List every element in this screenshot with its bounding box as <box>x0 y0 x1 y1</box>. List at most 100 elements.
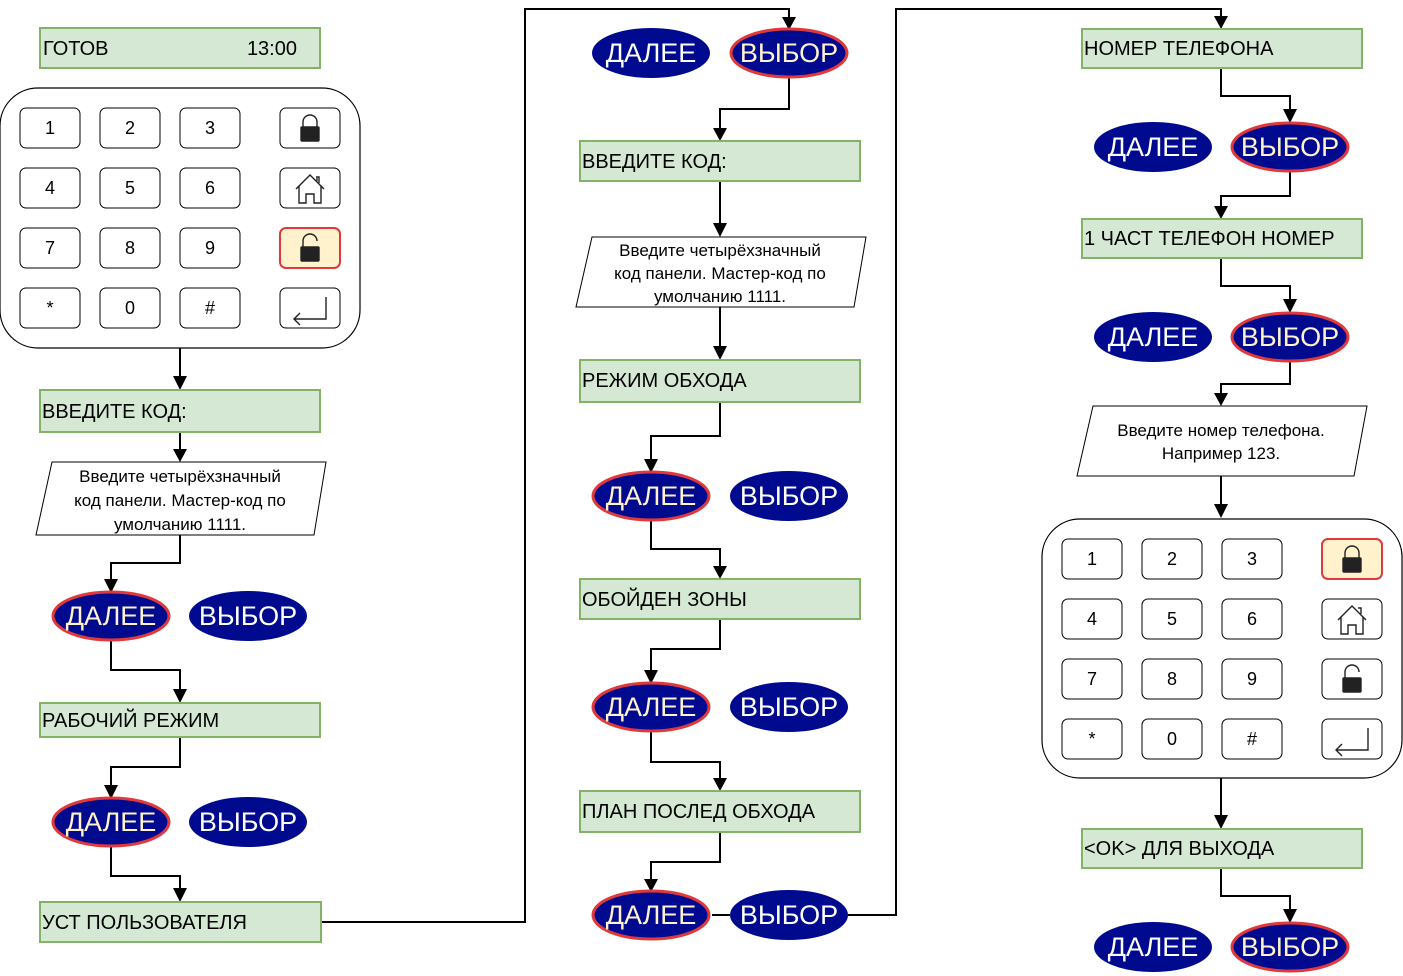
key-4[interactable]: 4 <box>1061 598 1123 640</box>
select-button[interactable]: ВЫБОР <box>730 890 848 940</box>
key-8[interactable]: 8 <box>99 227 161 269</box>
svg-text:8: 8 <box>1167 669 1177 689</box>
svg-text:9: 9 <box>1247 669 1257 689</box>
svg-text:6: 6 <box>205 178 215 198</box>
step-phone-number: НОМЕР ТЕЛЕФОНА <box>1081 28 1363 69</box>
lcd-display: ГОТОВ 13:00 <box>39 27 321 69</box>
key-0[interactable]: 0 <box>99 287 161 329</box>
svg-text:*: * <box>1088 729 1095 749</box>
next-button[interactable]: ДАЛЕЕ <box>1094 922 1212 972</box>
key-2[interactable]: 2 <box>1141 538 1203 580</box>
key-home[interactable] <box>1321 598 1383 640</box>
svg-text:7: 7 <box>45 238 55 258</box>
svg-text:6: 6 <box>1247 609 1257 629</box>
svg-text:ВЫБОР: ВЫБОР <box>740 481 838 511</box>
key-6[interactable]: 6 <box>179 167 241 209</box>
key-3[interactable]: 3 <box>179 107 241 149</box>
key-9[interactable]: 9 <box>1221 658 1283 700</box>
next-button[interactable]: ДАЛЕЕ <box>51 796 171 848</box>
key-6[interactable]: 6 <box>1221 598 1283 640</box>
svg-text:ДАЛЕЕ: ДАЛЕЕ <box>66 601 157 631</box>
svg-text:ВЫБОР: ВЫБОР <box>1241 322 1339 352</box>
key-home[interactable] <box>279 167 341 209</box>
key-lock[interactable] <box>279 107 341 149</box>
key-1[interactable]: 1 <box>19 107 81 149</box>
note-enter-code: Введите четырёхзначный код панели. Масте… <box>575 236 867 308</box>
key-7[interactable]: 7 <box>1061 658 1123 700</box>
svg-text:3: 3 <box>205 118 215 138</box>
unlock-icon <box>300 233 320 262</box>
next-button[interactable]: ДАЛЕЕ <box>592 28 710 78</box>
key-unlock[interactable] <box>279 227 341 269</box>
key-2[interactable]: 2 <box>99 107 161 149</box>
key-enter[interactable] <box>1321 718 1383 760</box>
svg-text:Введите четырёхзначный: Введите четырёхзначный <box>79 467 281 486</box>
key-5[interactable]: 5 <box>1141 598 1203 640</box>
select-button[interactable]: ВЫБОР <box>1230 121 1350 173</box>
key-star[interactable]: * <box>1061 718 1123 760</box>
key-star[interactable]: * <box>19 287 81 329</box>
svg-text:<OK> ДЛЯ ВЫХОДА: <OK> ДЛЯ ВЫХОДА <box>1084 838 1275 860</box>
key-hash[interactable]: # <box>179 287 241 329</box>
svg-text:Введите номер телефона.: Введите номер телефона. <box>1117 421 1324 440</box>
key-3[interactable]: 3 <box>1221 538 1283 580</box>
svg-text:ОБОЙДЕН ЗОНЫ: ОБОЙДЕН ЗОНЫ <box>582 587 747 611</box>
key-1[interactable]: 1 <box>1061 538 1123 580</box>
note-enter-code: Введите четырёхзначный код панели. Масте… <box>35 461 327 536</box>
svg-text:НОМЕР ТЕЛЕФОНА: НОМЕР ТЕЛЕФОНА <box>1084 38 1274 60</box>
key-lock[interactable] <box>1321 538 1383 580</box>
select-button[interactable]: ВЫБОР <box>1230 311 1350 363</box>
svg-text:7: 7 <box>1087 669 1097 689</box>
key-9[interactable]: 9 <box>179 227 241 269</box>
lcd-time: 13:00 <box>247 38 297 60</box>
svg-text:РЕЖИМ ОБХОДА: РЕЖИМ ОБХОДА <box>582 370 747 392</box>
key-8[interactable]: 8 <box>1141 658 1203 700</box>
svg-text:ДАЛЕЕ: ДАЛЕЕ <box>606 481 697 511</box>
svg-text:9: 9 <box>205 238 215 258</box>
key-unlock[interactable] <box>1321 658 1383 700</box>
select-button[interactable]: ВЫБОР <box>729 27 849 79</box>
key-0[interactable]: 0 <box>1141 718 1203 760</box>
key-enter[interactable] <box>279 287 341 329</box>
keypad-bottom: 1 2 3 4 5 6 7 8 9 * 0 # <box>1041 518 1403 779</box>
svg-text:ВЫБОР: ВЫБОР <box>199 601 297 631</box>
next-button[interactable]: ДАЛЕЕ <box>51 590 171 642</box>
select-button[interactable]: ВЫБОР <box>189 797 307 847</box>
select-button[interactable]: ВЫБОР <box>730 682 848 732</box>
note-phone-number: Введите номер телефона. Например 123. <box>1076 405 1368 477</box>
next-button[interactable]: ДАЛЕЕ <box>591 681 711 733</box>
select-button[interactable]: ВЫБОР <box>1230 921 1350 973</box>
next-button[interactable]: ДАЛЕЕ <box>591 470 711 522</box>
select-button[interactable]: ВЫБОР <box>730 471 848 521</box>
key-7[interactable]: 7 <box>19 227 81 269</box>
svg-text:умолчанию 1111.: умолчанию 1111. <box>114 515 246 534</box>
next-button[interactable]: ДАЛЕЕ <box>1094 122 1212 172</box>
connectors <box>104 8 1297 923</box>
svg-text:ВЫБОР: ВЫБОР <box>740 692 838 722</box>
home-icon <box>1337 605 1367 635</box>
svg-text:код панели. Мастер-код по: код панели. Мастер-код по <box>614 264 826 283</box>
key-hash[interactable]: # <box>1221 718 1283 760</box>
svg-text:5: 5 <box>1167 609 1177 629</box>
svg-text:1: 1 <box>1087 549 1097 569</box>
svg-text:РАБОЧИЙ РЕЖИМ: РАБОЧИЙ РЕЖИМ <box>42 708 219 732</box>
key-4[interactable]: 4 <box>19 167 81 209</box>
lock-icon <box>300 114 320 142</box>
svg-text:ВВЕДИТЕ КОД:: ВВЕДИТЕ КОД: <box>582 151 727 173</box>
svg-text:ВВЕДИТЕ КОД:: ВВЕДИТЕ КОД: <box>42 401 187 423</box>
svg-text:ВЫБОР: ВЫБОР <box>1241 932 1339 962</box>
step-bypassed-zones: ОБОЙДЕН ЗОНЫ <box>579 578 861 620</box>
next-button[interactable]: ДАЛЕЕ <box>591 889 711 941</box>
next-button[interactable]: ДАЛЕЕ <box>1094 312 1212 362</box>
svg-text:5: 5 <box>125 178 135 198</box>
svg-text:код панели. Мастер-код по: код панели. Мастер-код по <box>74 491 286 510</box>
svg-text:ДАЛЕЕ: ДАЛЕЕ <box>1108 132 1199 162</box>
svg-text:8: 8 <box>125 238 135 258</box>
svg-text:ДАЛЕЕ: ДАЛЕЕ <box>1108 322 1199 352</box>
svg-text:ВЫБОР: ВЫБОР <box>199 807 297 837</box>
svg-text:ДАЛЕЕ: ДАЛЕЕ <box>606 900 697 930</box>
select-button[interactable]: ВЫБОР <box>189 591 307 641</box>
key-5[interactable]: 5 <box>99 167 161 209</box>
svg-text:УСТ ПОЛЬЗОВАТЕЛЯ: УСТ ПОЛЬЗОВАТЕЛЯ <box>42 912 247 934</box>
svg-text:1 ЧАСТ ТЕЛЕФОН НОМЕР: 1 ЧАСТ ТЕЛЕФОН НОМЕР <box>1084 228 1335 250</box>
